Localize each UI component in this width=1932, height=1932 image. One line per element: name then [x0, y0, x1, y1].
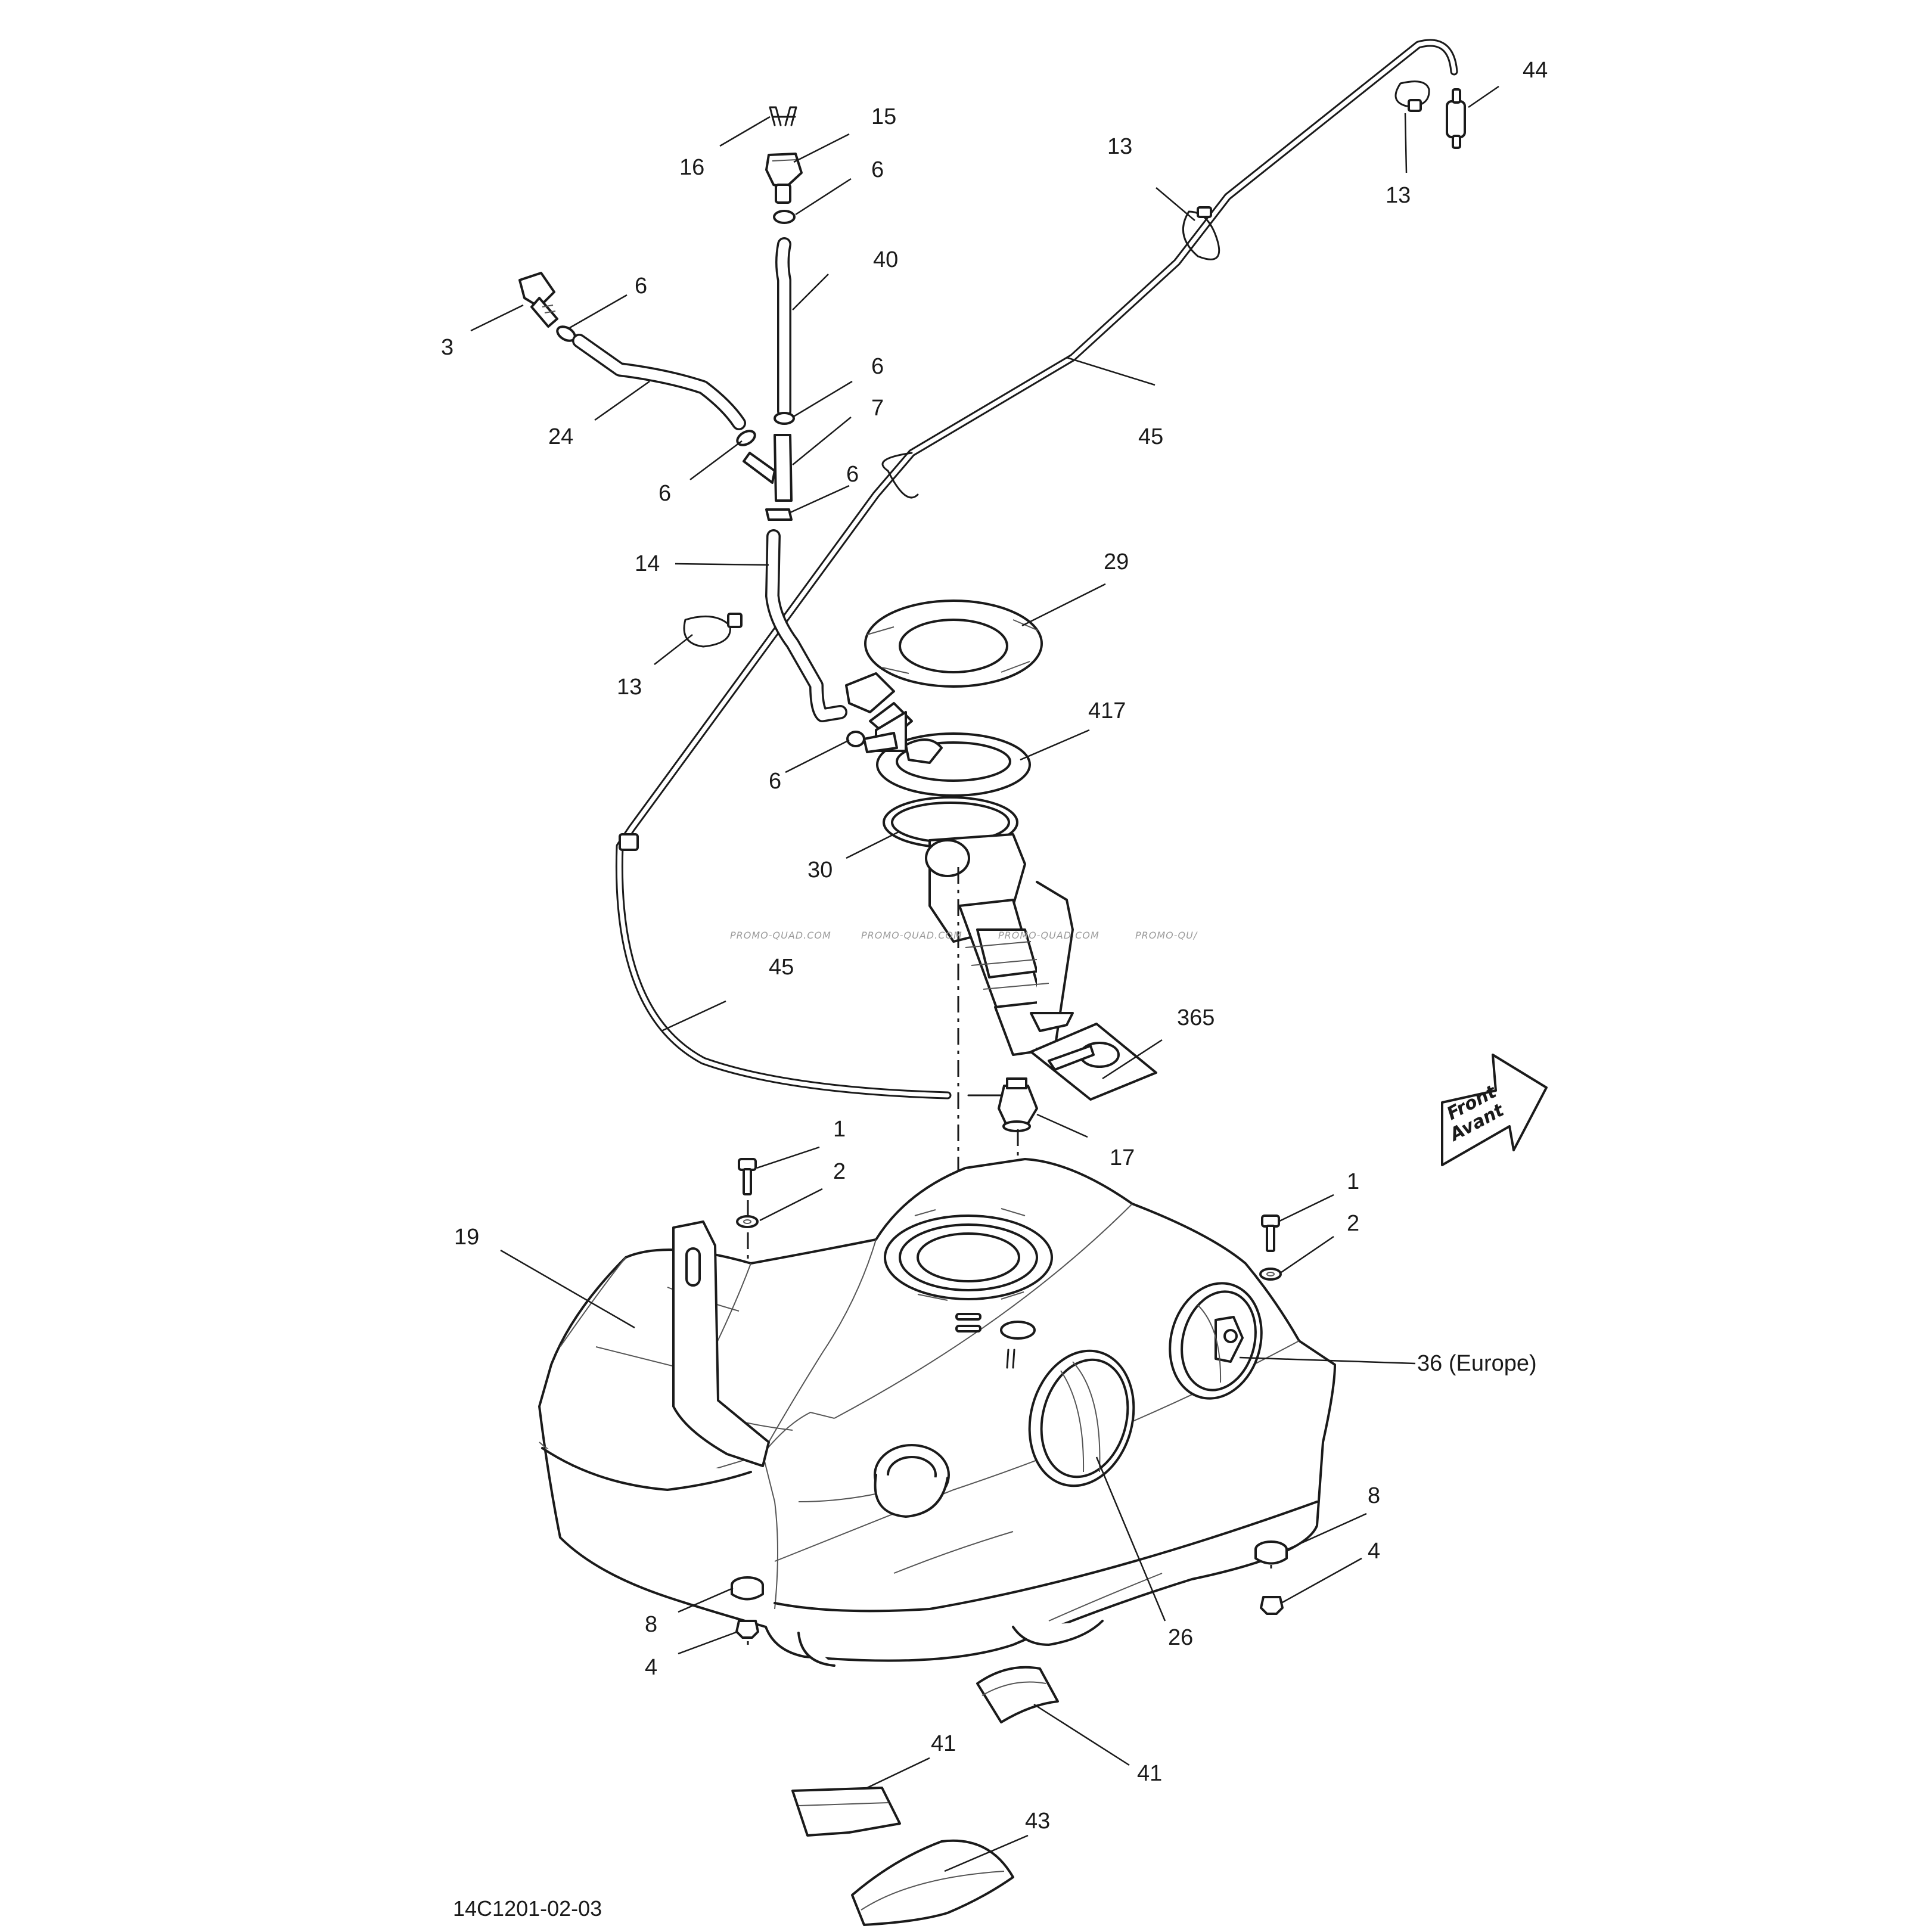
- grommet-8-right: [1254, 1540, 1288, 1565]
- vent-line-clip: [619, 833, 639, 851]
- callout-41: 41: [931, 1731, 956, 1756]
- callout-6: 6: [846, 462, 859, 487]
- clamp-6-a: [773, 210, 796, 224]
- hose-40: [775, 237, 791, 418]
- callout-3: 3: [441, 335, 454, 360]
- hose-24: [572, 334, 746, 430]
- lock-ring-29: [864, 600, 1043, 688]
- callout-2: 2: [1347, 1211, 1359, 1236]
- callout-26: 26: [1168, 1625, 1193, 1650]
- fuel-pump-module: [925, 833, 1074, 1056]
- callout-13: 13: [1386, 183, 1411, 208]
- callout-43: 43: [1025, 1809, 1050, 1834]
- callout-15: 15: [871, 104, 896, 129]
- nut-4-left: [735, 1620, 759, 1639]
- callout-45: 45: [769, 955, 794, 980]
- callout-13: 13: [1107, 134, 1132, 159]
- watermark-text-1: PROMO-QUAD.COM: [730, 930, 831, 941]
- pad-43: [851, 1839, 1014, 1926]
- watermark: PROMO-QUAD.COM PROMO-QUAD.COM PROMO-QUAD…: [730, 930, 1198, 941]
- pad-41-left: [791, 1787, 901, 1837]
- clamp-6-c: [736, 430, 756, 446]
- callout-6: 6: [659, 481, 671, 506]
- callout-7: 7: [871, 396, 884, 421]
- callout-24: 24: [548, 424, 573, 449]
- callout-2: 2: [833, 1159, 846, 1184]
- callout-44: 44: [1523, 58, 1548, 83]
- pad-41-right: [976, 1666, 1059, 1723]
- nut-4-right: [1260, 1596, 1284, 1615]
- locking-cap-36: [1169, 1282, 1263, 1400]
- callout-6: 6: [871, 157, 884, 182]
- clamp-13-right: [1394, 80, 1430, 112]
- callout-19: 19: [454, 1225, 479, 1250]
- callout-1: 1: [833, 1117, 846, 1142]
- vent-valve-44: [1446, 88, 1466, 149]
- watermark-text-3: PROMO-QUAD.COM: [998, 930, 1099, 941]
- connector-3: [518, 272, 558, 328]
- hose-14: [765, 529, 847, 722]
- fuel-tank-19: [538, 1158, 1336, 1667]
- callout-6: 6: [635, 274, 647, 299]
- fuel-cap-26: [1028, 1349, 1135, 1487]
- watermark-text-2: PROMO-QUAD.COM: [861, 930, 962, 941]
- level-sender-365: [1030, 1023, 1157, 1101]
- vent-line-45: [615, 39, 1458, 1099]
- clamp-6-f: [846, 731, 865, 747]
- callout-16: 16: [679, 155, 704, 180]
- washer-2-right: [1259, 1268, 1282, 1281]
- callout-417: 417: [1088, 698, 1126, 723]
- callout-36: 36 (Europe): [1417, 1351, 1537, 1376]
- diagram-reference-code: 14C1201-02-03: [453, 1896, 602, 1921]
- connector-15: [765, 153, 803, 204]
- callout-40: 40: [873, 247, 898, 272]
- callout-8: 8: [645, 1612, 657, 1637]
- grommet-8-left: [731, 1576, 764, 1601]
- clamp-13-upper: [1182, 206, 1220, 260]
- callout-1: 1: [1347, 1169, 1359, 1194]
- callout-14: 14: [635, 551, 660, 576]
- clip-16: [769, 106, 797, 126]
- callouts: 16 15 6 40 6 3 24 6 7 6 6 14 13 6 29 417…: [441, 58, 1548, 1834]
- callout-8: 8: [1368, 1483, 1380, 1508]
- callout-17: 17: [1110, 1145, 1135, 1170]
- bolt-1-left: [738, 1158, 757, 1195]
- bolt-1-right: [1261, 1215, 1280, 1252]
- clamp-6-b: [774, 412, 795, 425]
- callout-4: 4: [1368, 1539, 1380, 1564]
- callout-29: 29: [1104, 549, 1129, 574]
- tee-fitting-7: [743, 434, 793, 502]
- washer-2-left: [736, 1215, 759, 1228]
- pump-flange-417: [845, 672, 1031, 797]
- gasket-30: [883, 796, 1018, 849]
- callout-41: 41: [1137, 1761, 1162, 1786]
- clamp-6-d: [765, 508, 793, 521]
- callout-6: 6: [769, 769, 781, 794]
- callout-13: 13: [617, 675, 642, 700]
- fitting-17: [998, 1077, 1038, 1132]
- front-arrow: Front Avant: [1441, 1054, 1548, 1166]
- leader-lines: [470, 85, 1499, 1872]
- watermark-text-4: PROMO-QU/: [1135, 930, 1198, 941]
- callout-45: 45: [1138, 424, 1163, 449]
- callout-30: 30: [807, 858, 833, 883]
- callout-4: 4: [645, 1655, 657, 1680]
- clamp-13-loose: [683, 613, 743, 648]
- callout-6: 6: [871, 354, 884, 379]
- callout-365: 365: [1177, 1005, 1215, 1030]
